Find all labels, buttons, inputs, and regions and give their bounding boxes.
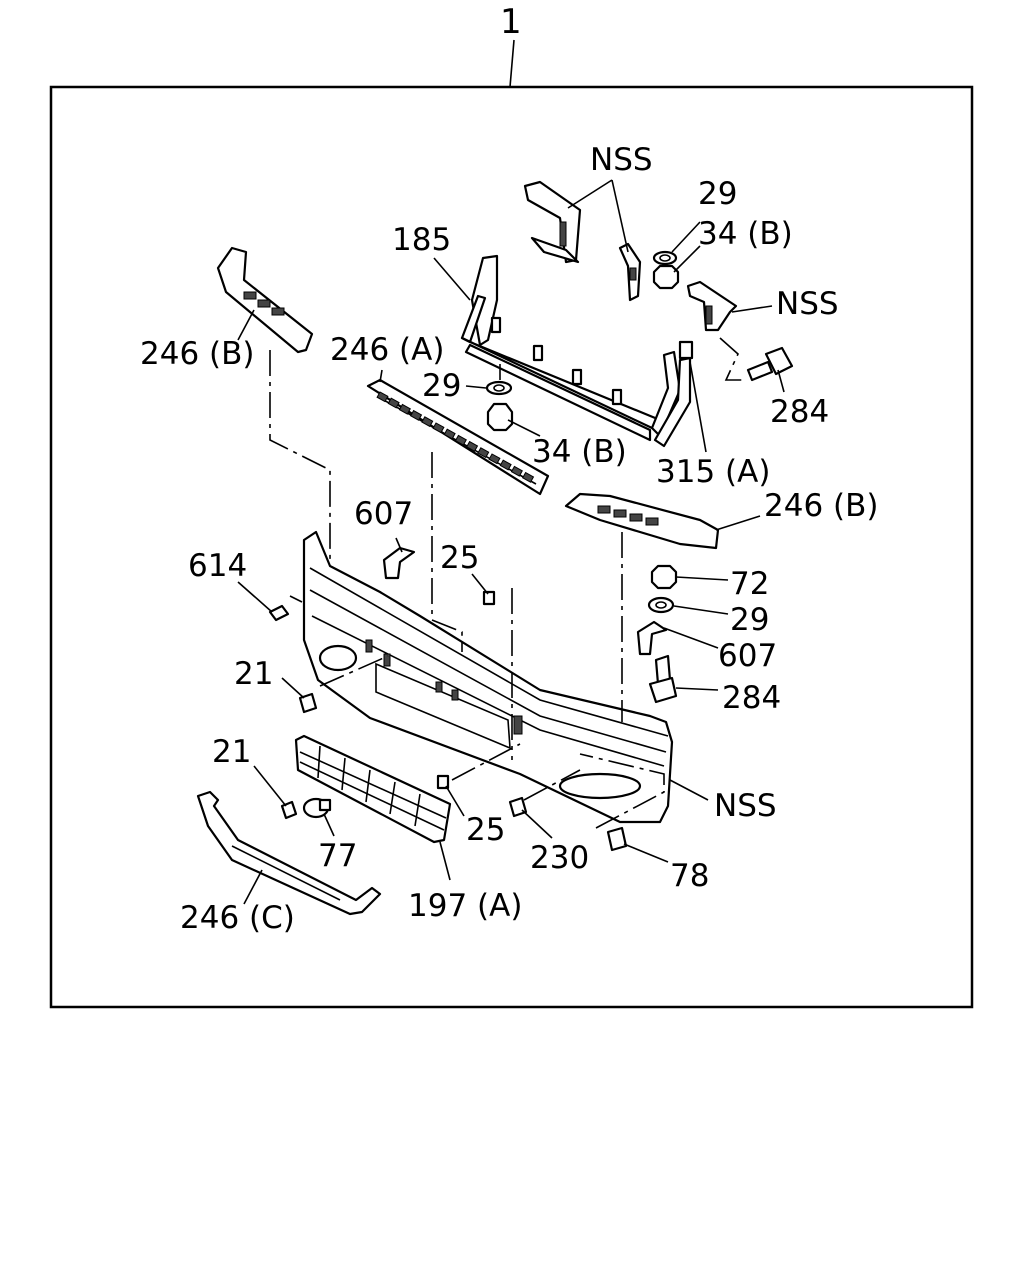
callout-21-upper: 21 [234, 656, 273, 692]
callout-246b-left: 246 (B) [140, 336, 254, 372]
garnish-246b-right [564, 492, 720, 550]
callout-78: 78 [670, 858, 709, 894]
garnish-246a-vent-slot [398, 403, 411, 415]
nut-34b-mid [486, 402, 514, 432]
garnish-246a-vent-slot [376, 391, 389, 403]
callout-29-top: 29 [698, 176, 737, 212]
clip-21-upper [298, 692, 318, 714]
garnish-246a-vent-slot [410, 409, 423, 421]
callout-nss-top: NSS [590, 142, 653, 178]
bracket-frame-185 [460, 254, 694, 448]
callout-607-right: 607 [718, 638, 777, 674]
callout-185: 185 [392, 222, 451, 258]
callout-197a: 197 (A) [408, 888, 522, 924]
washer-29-top [652, 250, 678, 266]
washer-29-right [647, 596, 675, 614]
garnish-246a-vent-slot [510, 465, 523, 477]
bolt-284-top [746, 346, 794, 382]
callout-34b-mid: 34 (B) [532, 434, 627, 470]
garnish-246a-vent-slot [443, 428, 456, 440]
garnish-246c [196, 790, 382, 916]
plug-614 [268, 604, 290, 622]
callout-29-right: 29 [730, 602, 769, 638]
callout-25-upper: 25 [440, 540, 479, 576]
bracket-607-right [636, 620, 668, 656]
callout-284-top: 284 [770, 394, 829, 430]
nut-34b-top [652, 264, 680, 290]
nss-bracket-right [686, 280, 738, 332]
callout-72: 72 [730, 566, 769, 602]
nss-bracket-upper-left [523, 180, 582, 264]
garnish-246a-vent-slot [421, 416, 434, 428]
callout-246b-right: 246 (B) [764, 488, 878, 524]
front-bumper [302, 530, 674, 824]
clip-25-upper [482, 590, 496, 606]
assembly-leader [509, 39, 515, 88]
screw-77 [302, 797, 332, 819]
garnish-246a-vent-slot [454, 434, 467, 446]
garnish-246a-vent-slot [466, 440, 479, 452]
callout-nss-right: NSS [776, 286, 839, 322]
washer-29-mid [485, 380, 513, 396]
assembly-frame [49, 85, 974, 1009]
clip-78 [606, 826, 628, 852]
garnish-246a-vent-slot [488, 453, 501, 465]
garnish-246a-vent-slot [387, 397, 400, 409]
callout-230: 230 [530, 840, 589, 876]
callout-607-left: 607 [354, 496, 413, 532]
garnish-246a-vent-slot [477, 447, 490, 459]
bolt-284-right [648, 654, 678, 704]
grille-197a [294, 734, 452, 844]
garnish-246b-left [216, 246, 314, 354]
callout-284-right: 284 [722, 680, 781, 716]
callout-nss-lower: NSS [714, 788, 777, 824]
callout-246c: 246 (C) [180, 900, 295, 936]
clip-230 [508, 796, 528, 818]
clip-25-lower [436, 774, 450, 790]
callout-315a: 315 (A) [656, 454, 770, 490]
nss-bracket-upper-mid [618, 242, 642, 302]
callout-34b-top: 34 (B) [698, 216, 793, 252]
callout-246a: 246 (A) [330, 332, 444, 368]
nut-72 [650, 564, 678, 590]
callout-21-lower: 21 [212, 734, 251, 770]
callout-77: 77 [318, 838, 357, 874]
assembly-number-label: 1 [500, 2, 522, 42]
callout-614: 614 [188, 548, 247, 584]
callout-29-mid: 29 [422, 368, 461, 404]
garnish-246a-vent-slot [522, 471, 535, 483]
bracket-607-left [382, 546, 416, 580]
callout-25-lower: 25 [466, 812, 505, 848]
garnish-246a-vent-slot [499, 459, 512, 471]
garnish-246a-vent-slot [432, 422, 445, 434]
